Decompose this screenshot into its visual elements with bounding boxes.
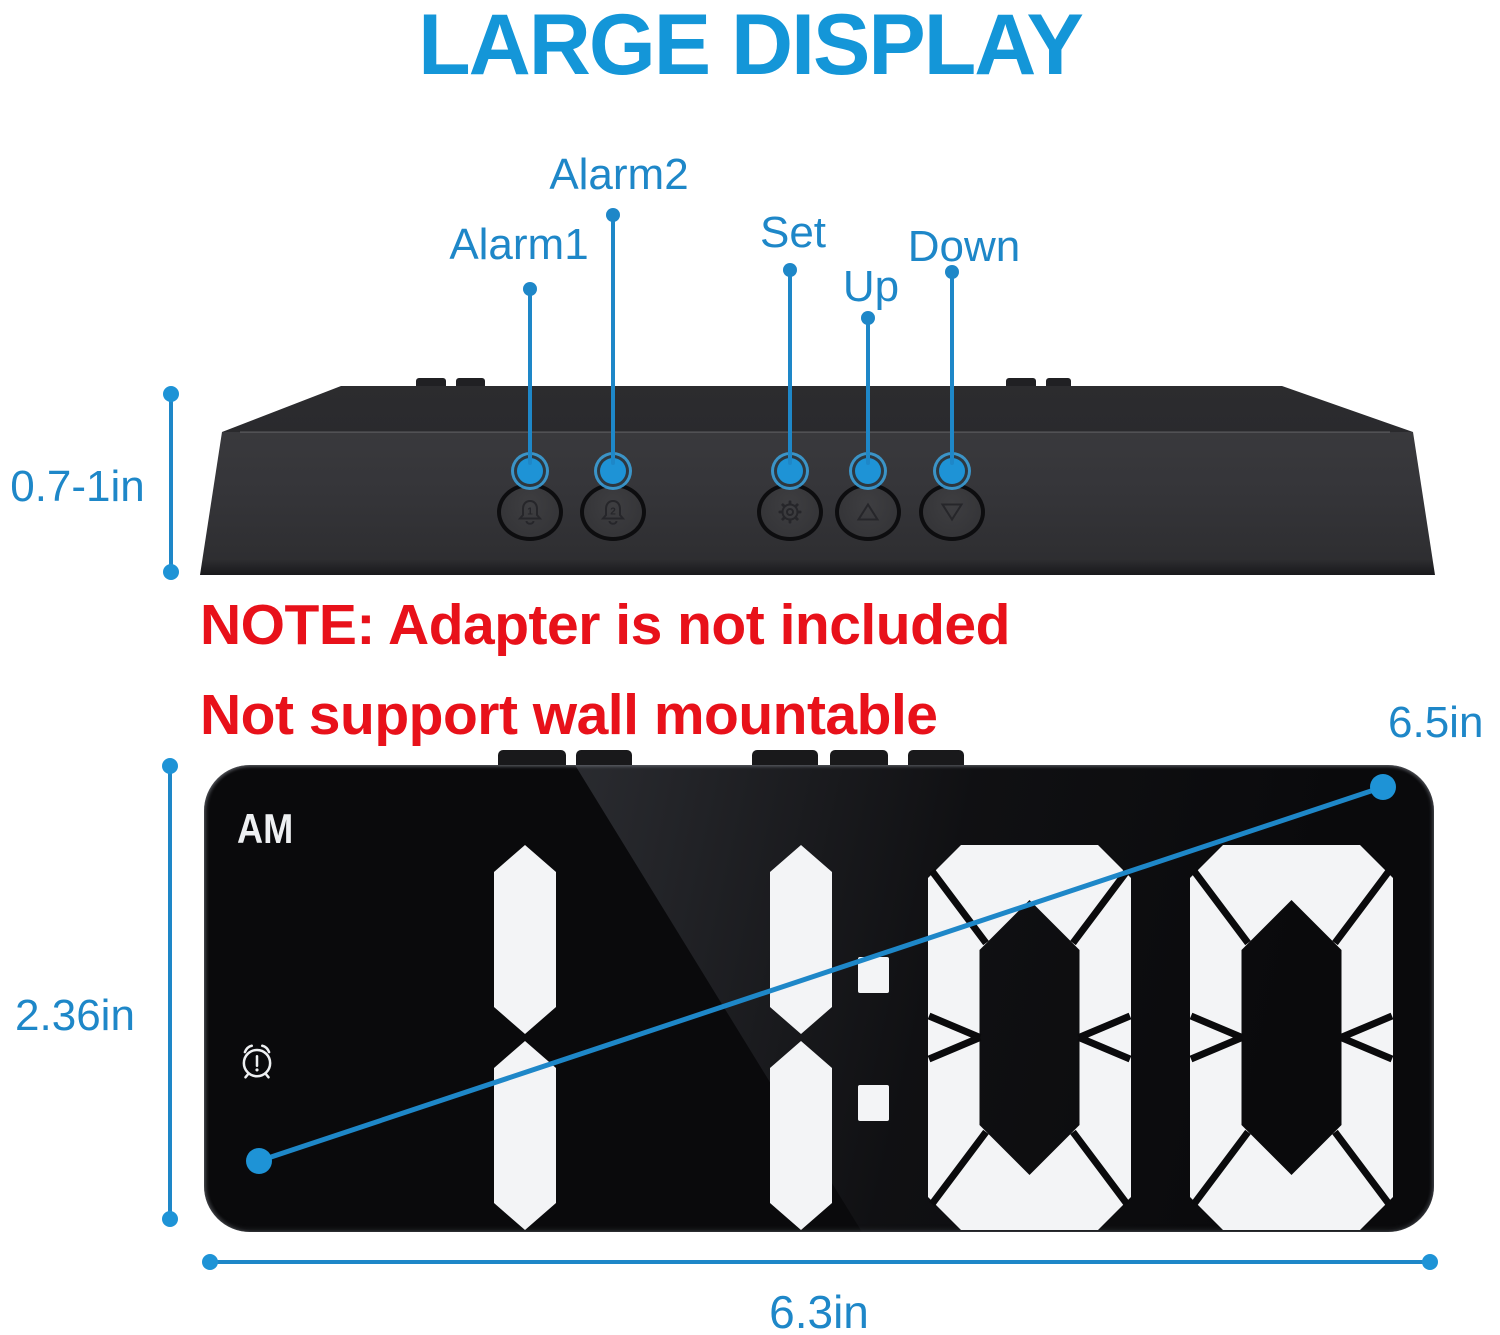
callout-label-up: Up (842, 262, 900, 311)
page-title: LARGE DISPLAY (418, 0, 1084, 93)
width-measure-line (208, 1260, 1432, 1264)
callout-label-set: Set (759, 208, 827, 257)
callout-label-alarm2: Alarm2 (549, 150, 689, 199)
callout-label-down: Down (907, 222, 1021, 271)
callout-line-down (950, 272, 954, 465)
clock-top-view: 1 2 (195, 378, 1440, 584)
callout-line-up (866, 318, 870, 465)
callout-label-alarm1: Alarm1 (449, 220, 589, 269)
callout-dot-alarm2 (606, 208, 620, 222)
measure-dot (202, 1254, 218, 1270)
front-height-label: 2.36in (15, 991, 135, 1040)
alarm1-button: 1 (497, 483, 563, 541)
note-adapter: NOTE: Adapter is not included (200, 593, 1010, 657)
digit-1 (494, 845, 556, 1230)
set-button (757, 483, 823, 541)
width-label: 6.3in (769, 1286, 869, 1335)
down-button (919, 483, 985, 541)
callout-line-alarm2 (611, 215, 615, 465)
callout-dot-up (861, 311, 875, 325)
callout-dot-alarm1 (523, 282, 537, 296)
diagonal-label: 6.5in (1388, 698, 1484, 747)
digit-0 (1190, 845, 1393, 1230)
callout-line-set (788, 270, 792, 465)
clock-front-view: AM (204, 748, 1434, 1234)
time-display (204, 845, 1434, 1230)
bell-1-icon: 1 (517, 499, 543, 525)
panel-edge-highlight (240, 431, 1390, 433)
measure-dot (163, 564, 179, 580)
alarm2-button: 2 (580, 483, 646, 541)
callout-line-alarm1 (528, 289, 532, 465)
svg-text:2: 2 (610, 507, 616, 518)
svg-text:1: 1 (527, 507, 533, 518)
callout-dot-set (783, 263, 797, 277)
measure-dot (163, 386, 179, 402)
measure-dot (162, 758, 178, 774)
bell-2-icon: 2 (600, 499, 626, 525)
digit-0 (928, 845, 1131, 1230)
measure-dot (162, 1211, 178, 1227)
colon-separator (858, 845, 889, 1230)
digit-1 (770, 845, 832, 1230)
up-button (835, 483, 901, 541)
gear-icon (778, 500, 802, 524)
callout-dot-down (945, 265, 959, 279)
triangle-down-icon (940, 503, 964, 522)
measure-dot (1422, 1254, 1438, 1270)
top-height-measure-line (169, 392, 173, 574)
note-wall-mount: Not support wall mountable (200, 683, 938, 747)
clock-display-face: AM (204, 765, 1434, 1232)
clock-rear-slope (222, 386, 1413, 432)
top-height-label: 0.7-1in (10, 462, 145, 511)
triangle-up-icon (856, 502, 880, 521)
front-height-measure-line (168, 764, 172, 1222)
